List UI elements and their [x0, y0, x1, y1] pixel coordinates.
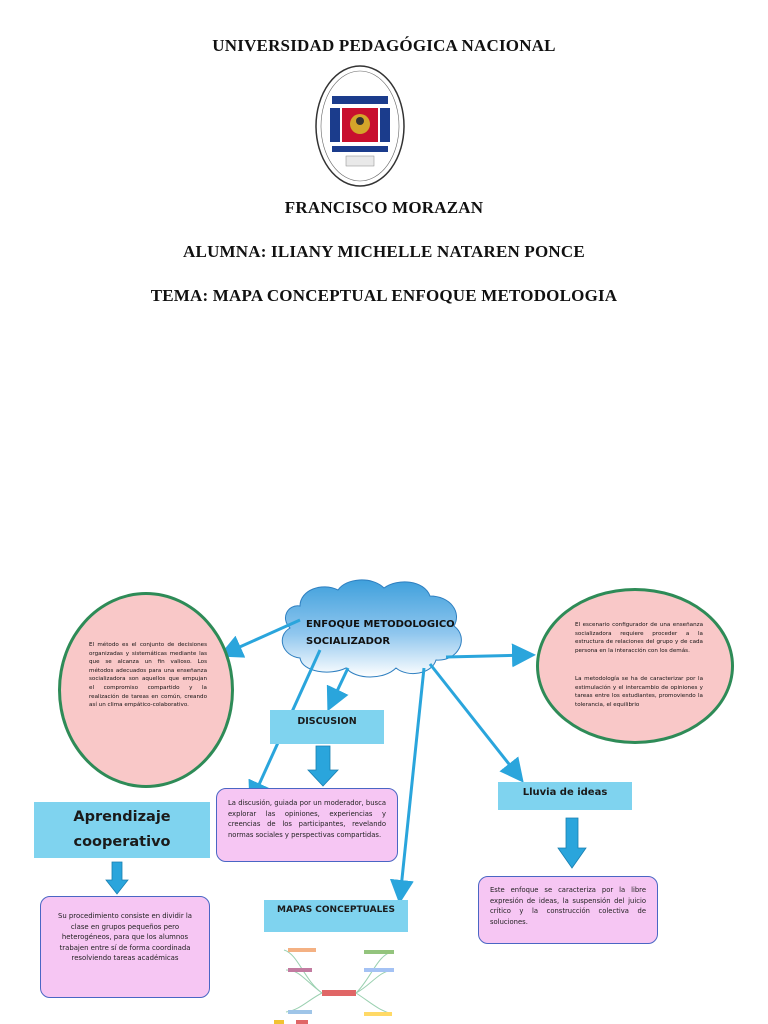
arrow-to-mapas — [389, 667, 426, 904]
mind-map-thumbnail — [274, 940, 404, 1024]
university-logo — [315, 65, 405, 187]
left-oval-text: El método es el conjunto de decisiones o… — [89, 642, 207, 709]
arrow-to-discusion — [326, 667, 350, 712]
aprendizaje-text-box: Su procedimiento consiste en dividir la … — [40, 896, 210, 998]
aprendizaje-line-1: Aprendizaje — [73, 809, 171, 825]
central-cloud — [281, 579, 462, 678]
down-arrow-aprendizaje — [105, 861, 129, 895]
aprendizaje-box: Aprendizaje cooperativo — [34, 802, 210, 858]
down-arrow-discusion — [307, 745, 339, 787]
arrow-to-lluvia — [428, 663, 524, 783]
discusion-box: DISCUSION — [270, 710, 384, 744]
mapas-box: MAPAS CONCEPTUALES — [264, 900, 408, 932]
left-oval-method: El método es el conjunto de decisiones o… — [58, 592, 234, 788]
campus-name: FRANCISCO MORAZAN — [284, 198, 484, 217]
right-oval-text-1: El escenario configurador de una enseñan… — [575, 622, 703, 654]
aprendizaje-line-2: cooperativo — [73, 834, 171, 850]
lluvia-text-box: Este enfoque se caracteriza por la libre… — [478, 876, 658, 944]
lluvia-box: Lluvia de ideas — [498, 782, 632, 810]
arrow-to-left-oval — [218, 618, 301, 658]
right-oval-text-2: La metodología se ha de caracterizar por… — [575, 676, 703, 708]
down-arrow-lluvia — [557, 817, 587, 869]
discusion-text-box: La discusión, guiada por un moderador, b… — [216, 788, 398, 862]
arrow-to-right-oval — [445, 643, 536, 668]
central-line-1: ENFOQUE METODOLOGICO — [306, 619, 455, 630]
topic-title: TEMA: MAPA CONCEPTUAL ENFOQUE METODOLOGI… — [150, 286, 618, 305]
student-name: ALUMNA: ILIANY MICHELLE NATAREN PONCE — [183, 242, 585, 261]
central-cloud-label: ENFOQUE METODOLOGICO SOCIALIZADOR — [306, 616, 466, 650]
right-oval-scenario: El escenario configurador de una enseñan… — [536, 588, 734, 744]
university-title: UNIVERSIDAD PEDAGÓGICA NACIONAL — [212, 36, 556, 55]
central-line-2: SOCIALIZADOR — [306, 636, 391, 647]
